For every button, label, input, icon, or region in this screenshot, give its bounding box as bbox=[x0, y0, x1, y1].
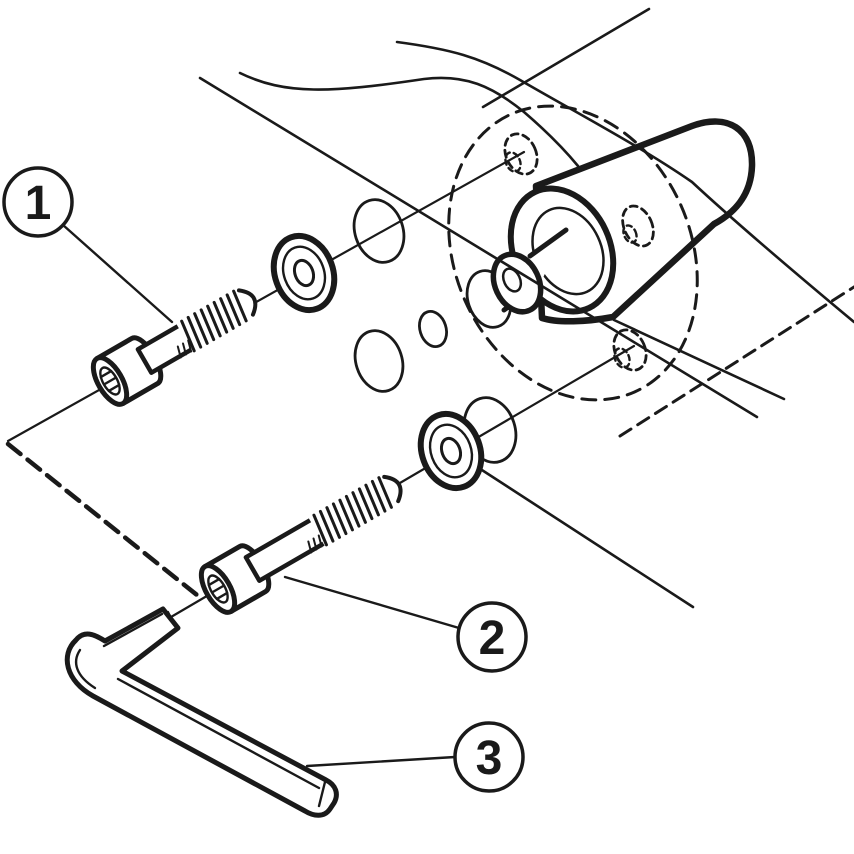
hex-socket-glyph bbox=[207, 574, 229, 604]
callout-3: 3 bbox=[453, 721, 525, 793]
bolt-thread-ridges bbox=[180, 289, 248, 353]
hex-wrench-short-tip-facet bbox=[166, 610, 177, 628]
hex-wrench bbox=[64, 606, 339, 818]
socket-head-bolt-upper bbox=[90, 288, 258, 407]
hex-wrench-outline bbox=[64, 606, 339, 818]
hex-socket-glyph bbox=[99, 366, 121, 396]
bolt-thread-runout bbox=[307, 534, 323, 554]
callout-1: 1 bbox=[2, 166, 74, 238]
frame-tube-lower-edge bbox=[238, 71, 580, 168]
leader-line-3 bbox=[305, 755, 457, 768]
flange-hole-right bbox=[621, 204, 655, 248]
bolt-thread-ridges bbox=[312, 476, 393, 547]
flange-hole-top bbox=[503, 132, 539, 176]
chainstay-upper-line bbox=[612, 318, 786, 401]
bracket-hole-upper-bolt bbox=[352, 198, 406, 264]
leader-line-1 bbox=[61, 223, 174, 324]
chainstay-lower-line bbox=[466, 459, 695, 609]
hex-wrench-bend-facet bbox=[75, 648, 97, 690]
callout-1-label: 1 bbox=[25, 177, 52, 230]
callout-2: 2 bbox=[456, 601, 528, 673]
hidden-frame-edge-dashed bbox=[618, 285, 854, 438]
washer-upper bbox=[270, 232, 338, 314]
frame-seat-tube-line bbox=[481, 7, 651, 109]
hex-wrench-tip-facet bbox=[317, 780, 327, 808]
frame-tube-upper-edge bbox=[395, 40, 854, 324]
hex-wrench-long-facet bbox=[116, 677, 321, 790]
callout-3-label: 3 bbox=[476, 732, 503, 785]
socket-head-bolt-lower bbox=[198, 474, 403, 615]
bracket-hole-small bbox=[418, 310, 448, 348]
spindle-boss-top-edge bbox=[527, 227, 569, 259]
spindle-bore bbox=[501, 267, 523, 293]
bolt-thread-runout bbox=[176, 339, 193, 359]
hex-wrench-short-facet bbox=[102, 612, 164, 648]
callout-2-label: 2 bbox=[479, 612, 506, 665]
upper-bolt-axis-line bbox=[6, 150, 526, 443]
exploded-trail-dashed bbox=[5, 441, 205, 602]
bracket-hole-lower-left bbox=[353, 329, 405, 393]
leader-line-2 bbox=[283, 575, 461, 630]
frame-down-tube-line bbox=[198, 76, 759, 419]
flange-hole-bottom bbox=[612, 328, 648, 372]
washer-lower bbox=[417, 410, 485, 492]
flange-bolt-circle-dashed bbox=[447, 104, 699, 402]
